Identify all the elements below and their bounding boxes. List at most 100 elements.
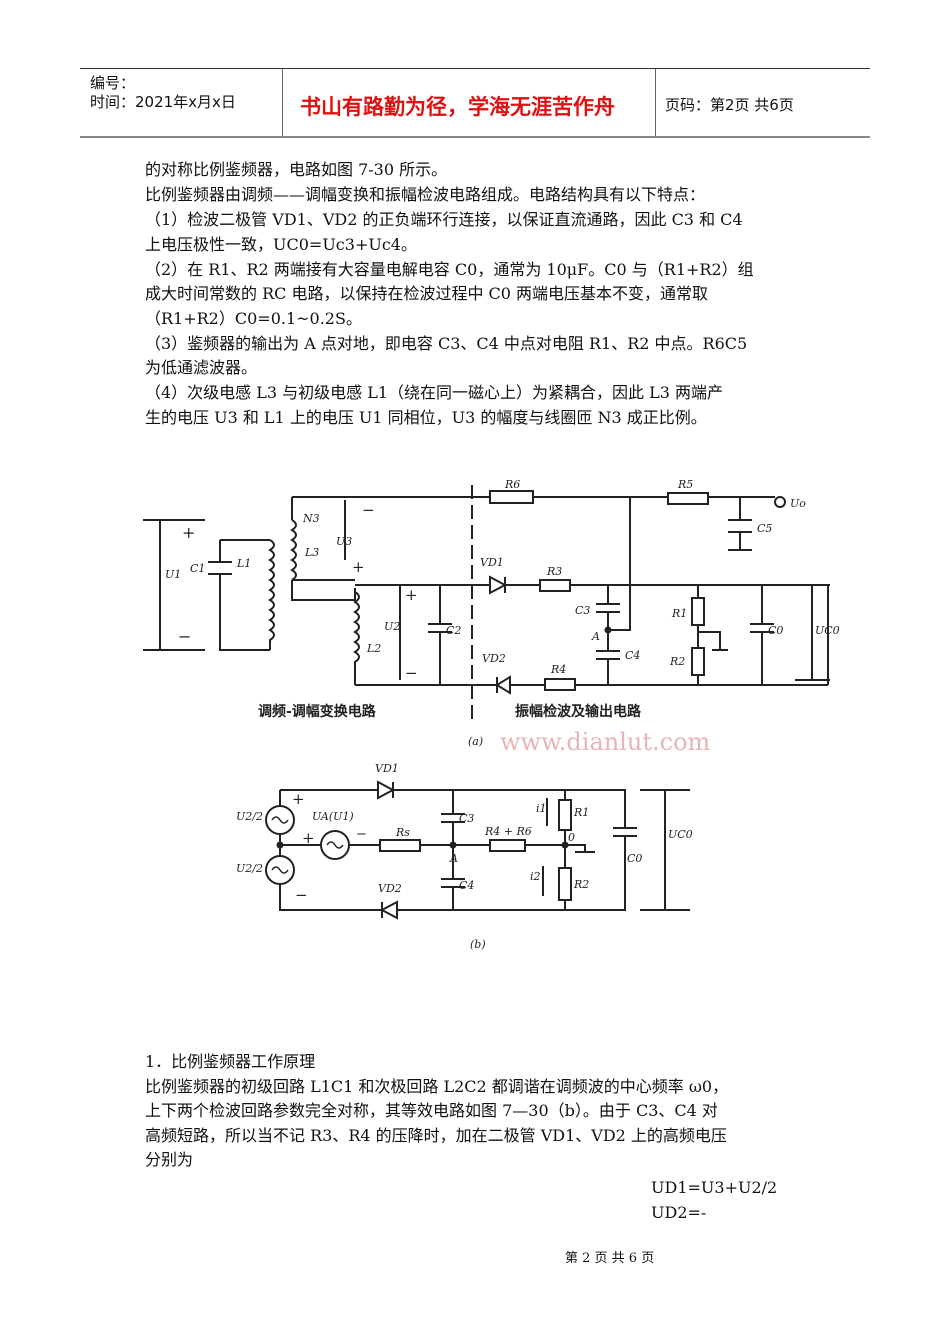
resistor-r2-b — [558, 867, 572, 901]
label-u2half-bottom: U2/2 — [236, 862, 263, 875]
section-line: 高频短路，所以当不记 R3、R4 的压降时，加在二极管 VD1、VD2 上的高频… — [145, 1126, 727, 1145]
label-c0: C0 — [768, 624, 783, 637]
label-r1: R1 — [671, 607, 687, 620]
label-a: A — [591, 630, 600, 643]
label-plus: + — [405, 586, 418, 604]
label-plus: + — [352, 558, 365, 576]
label-plus-b: + — [292, 790, 305, 808]
inductor-l3 — [290, 519, 297, 581]
capacitor-c5 — [728, 519, 752, 533]
source-u2-top — [265, 805, 295, 835]
header-meta-cell: 编号： 时间：2021年x月x日 — [80, 69, 283, 136]
output-terminal — [774, 496, 786, 508]
label-u1: U1 — [165, 568, 181, 581]
label-c2: C2 — [446, 624, 461, 637]
label-i1: i1 — [536, 802, 547, 815]
label-r3: R3 — [546, 565, 562, 578]
label-n3: N3 — [302, 512, 320, 525]
formula-ud1: UD1=U3+U2/2 — [651, 1178, 778, 1197]
circuit-b-components — [265, 780, 637, 920]
label-minus: − — [362, 501, 375, 519]
label-plus: + — [182, 523, 195, 542]
label-r1-b: R1 — [573, 806, 589, 819]
inductor-l1 — [268, 539, 275, 650]
label-i2: i2 — [530, 870, 541, 883]
capacitor-c1 — [208, 561, 232, 575]
label-vd1-b: VD1 — [375, 762, 399, 775]
body-line: （1）检波二极管 VD1、VD2 的正负端环行连接，以保证直流通路，因此 C3 … — [145, 210, 743, 229]
source-u2-bottom — [265, 855, 295, 885]
body-line: （R1+R2）C0=0.1~0.2S。 — [145, 309, 362, 328]
circuit-a-wires — [143, 485, 830, 725]
capacitor-c3 — [596, 603, 620, 613]
label-uc0-b: UC0 — [668, 828, 693, 841]
label-c0-b: C0 — [627, 852, 642, 865]
resistor-r4 — [544, 678, 576, 691]
watermark: www.dianlut.com — [500, 728, 711, 756]
label-r5: R5 — [677, 478, 693, 491]
label-a-b: A — [449, 852, 458, 865]
label-vd2-b: VD2 — [378, 882, 402, 895]
body-line: 为低通滤波器。 — [145, 358, 258, 377]
capacitor-c4-b — [441, 878, 465, 888]
resistor-r2 — [691, 647, 705, 676]
page-header-table: 编号： 时间：2021年x月x日 书山有路勤为径，学海无涯苦作舟 页码：第2页 … — [80, 68, 870, 138]
capacitor-c0 — [750, 623, 774, 633]
header-page-info: 页码：第2页 共6页 — [665, 96, 794, 114]
formula-ud2: UD2=- — [651, 1203, 707, 1222]
diode-vd2 — [495, 675, 511, 695]
label-r4-r6: R4 + R6 — [484, 825, 532, 838]
label-l3: L3 — [304, 546, 319, 559]
label-vd1: VD1 — [480, 556, 504, 569]
section-line: 分别为 — [145, 1150, 194, 1169]
resistor-r1 — [691, 597, 705, 626]
label-rs: Rs — [395, 826, 410, 839]
resistor-r4-r6 — [489, 839, 526, 852]
diode-vd2-b — [379, 900, 398, 920]
body-line: 上电压极性一致，UC0=Uc3+Uc4。 — [145, 235, 417, 254]
label-c4-b: C4 — [459, 879, 474, 892]
diode-vd1-b — [377, 780, 396, 800]
label-plus-b: + — [302, 829, 315, 847]
label-vd2: VD2 — [482, 652, 506, 665]
capacitor-c4 — [596, 650, 620, 660]
label-c4: C4 — [625, 649, 640, 662]
section-line: 比例鉴频器的初级回路 L1C1 和次极回路 L2C2 都调谐在调频波的中心频率 … — [145, 1077, 729, 1096]
label-node-0: 0 — [568, 831, 575, 844]
capacitor-c0-b — [613, 827, 637, 837]
label-minus: − — [405, 664, 418, 682]
resistor-rs — [379, 839, 421, 852]
header-page-cell: 页码：第2页 共6页 — [655, 69, 870, 136]
header-motto: 书山有路勤为径，学海无涯苦作舟 — [300, 95, 615, 119]
resistor-r6 — [489, 490, 534, 504]
caption-right: 振幅检波及输出电路 — [515, 703, 642, 720]
label-ua: UA(U1) — [312, 810, 354, 823]
resistor-r5 — [667, 492, 709, 505]
label-minus-b: − — [295, 886, 308, 904]
resistor-r3 — [539, 579, 571, 592]
label-u2half-top: U2/2 — [236, 810, 263, 823]
label-uc0: UC0 — [815, 624, 840, 637]
label-minus-b: − — [356, 827, 367, 842]
body-line: 生的电压 U3 和 L1 上的电压 U1 同相位，U3 的幅度与线圈匝 N3 成… — [145, 408, 707, 427]
resistor-r1-b — [558, 799, 572, 831]
diode-vd1 — [489, 575, 508, 595]
body-line: 比例鉴频器由调频——调幅变换和振幅检波电路组成。电路结构具有以下特点： — [145, 185, 706, 204]
caption-left: 调频-调幅变换电路 — [258, 703, 377, 720]
circuit-a-labels: R6 R5 Uo C5 N3 L3 U3 − + L1 C1 U1 + − L2… — [165, 478, 840, 756]
circuit-a-components — [208, 490, 786, 695]
doc-date-label: 时间：2021年x月x日 — [90, 93, 236, 111]
label-c3-b: C3 — [459, 812, 474, 825]
capacitor-c3-b — [441, 813, 465, 823]
label-u3: U3 — [336, 535, 352, 548]
header-motto-cell: 书山有路勤为径，学海无涯苦作舟 — [282, 69, 656, 136]
body-line: （2）在 R1、R2 两端接有大容量电解电容 C0，通常为 10μF。C0 与（… — [145, 260, 754, 279]
body-line: （3）鉴频器的输出为 A 点对地，即电容 C3、C4 中点对电阻 R1、R2 中… — [145, 334, 748, 353]
body-line: 的对称比例鉴频器，电路如图 7-30 所示。 — [145, 160, 448, 179]
label-minus: − — [178, 627, 191, 646]
label-r4: R4 — [550, 663, 566, 676]
label-c1: C1 — [190, 562, 205, 575]
section-line: 上下两个检波回路参数完全对称，其等效电路如图 7—30（b）。由于 C3、C4 … — [145, 1101, 718, 1120]
